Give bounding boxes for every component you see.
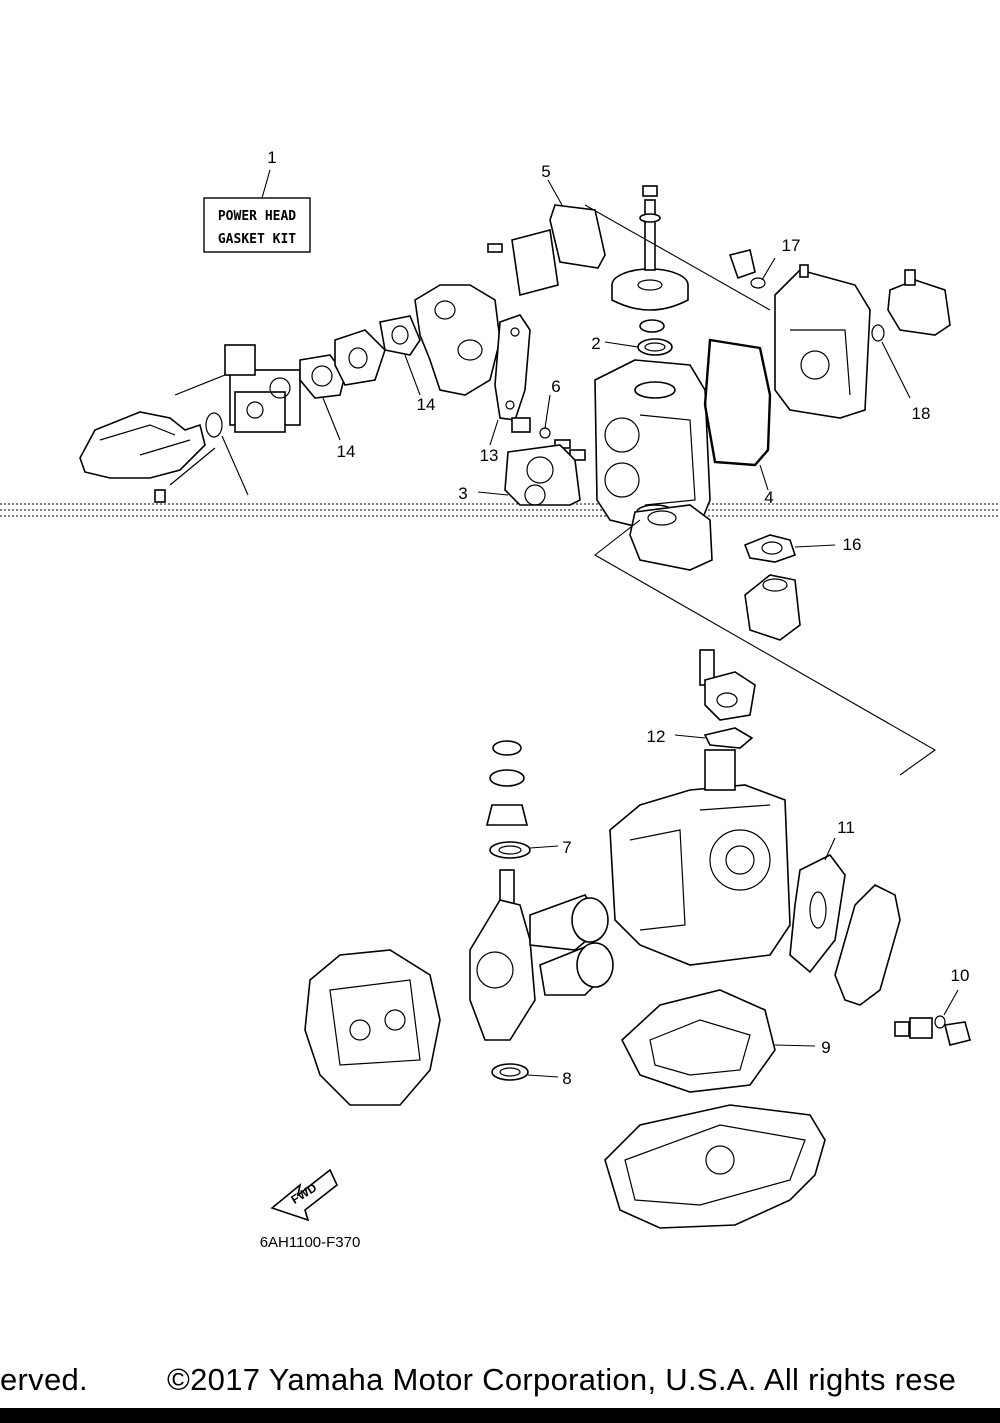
copyright-text: ©2017 Yamaha Motor Corporation, U.S.A. A…: [167, 1362, 957, 1397]
thermostat-gasket: [743, 534, 836, 563]
cylinder-cover-gasket: [703, 338, 772, 467]
drawing-number: 6AH1100-F370: [260, 1234, 361, 1251]
exhaust-cover: [834, 884, 971, 1046]
oil-filler-cap: [728, 249, 776, 289]
exhaust-gasket: [489, 314, 531, 446]
cylinder-head: [594, 359, 711, 531]
callout-14-right: 14: [417, 395, 436, 414]
callout-2: 2: [591, 334, 600, 353]
forward-arrow-icon: FWD: [270, 1168, 338, 1222]
callout-4: 4: [764, 488, 773, 507]
power-head-gasket-kit-label: POWER HEAD GASKET KIT: [203, 169, 311, 253]
exhaust-cover-gasket: [629, 504, 713, 571]
callout-17: 17: [782, 236, 801, 255]
callout-14-left: 14: [337, 442, 356, 461]
fuel-pump: [871, 269, 951, 399]
callout-8: 8: [562, 1069, 571, 1088]
callout-12: 12: [647, 727, 666, 746]
carburetor: [174, 344, 321, 433]
callout-11: 11: [837, 818, 855, 837]
oil-pump-gasket: [674, 727, 754, 749]
callout-numbers: 1 2 3 4 5 6 7 8 9 10 11 12 13 14 14 16 1…: [267, 148, 969, 1088]
kit-label-line1: POWER HEAD: [218, 209, 296, 224]
callout-5: 5: [541, 162, 550, 181]
timing-gear: [611, 185, 689, 333]
oil-seal-top: [604, 338, 673, 356]
head-cover-plate: [487, 179, 606, 297]
crankcase: [304, 949, 441, 1106]
cylinder-block: [609, 749, 791, 966]
carb-o-ring: [205, 412, 223, 438]
intake-manifold-spacer: [334, 329, 386, 386]
lower-oil-seal: [491, 1063, 559, 1081]
intake-silencer: [79, 411, 216, 503]
crankshaft-assembly: [469, 869, 614, 1041]
crankshaft-bearings: [485, 740, 529, 826]
oil-pump: [699, 649, 756, 721]
cylinder-cover: [774, 264, 871, 419]
bottom-bar: [0, 1408, 1000, 1423]
cylinder-block-base-gasket: [621, 989, 816, 1093]
callout-6: 6: [551, 377, 560, 396]
callout-13: 13: [480, 446, 499, 465]
intake-gasket-left: [299, 354, 346, 441]
callout-1: 1: [267, 148, 276, 167]
intake-gasket-right: [379, 315, 421, 396]
callout-18: 18: [912, 404, 931, 423]
callout-16: 16: [843, 535, 862, 554]
upper-oil-seal: [489, 841, 559, 859]
callout-3: 3: [458, 484, 467, 503]
callout-9: 9: [821, 1038, 830, 1057]
cylinder-head-gasket: [477, 444, 581, 506]
scan-noise-band: [0, 503, 1000, 517]
assembly-line: [594, 519, 937, 776]
callout-10: 10: [951, 966, 970, 985]
callout-7: 7: [562, 838, 571, 857]
thermostat-housing: [744, 574, 801, 641]
kit-label-line2: GASKET KIT: [218, 232, 296, 247]
copyright-left-fragment: erved.: [0, 1362, 88, 1397]
exhaust-manifold-gasket: [789, 837, 846, 974]
intake-manifold: [414, 284, 501, 396]
oil-pan: [604, 1104, 826, 1229]
